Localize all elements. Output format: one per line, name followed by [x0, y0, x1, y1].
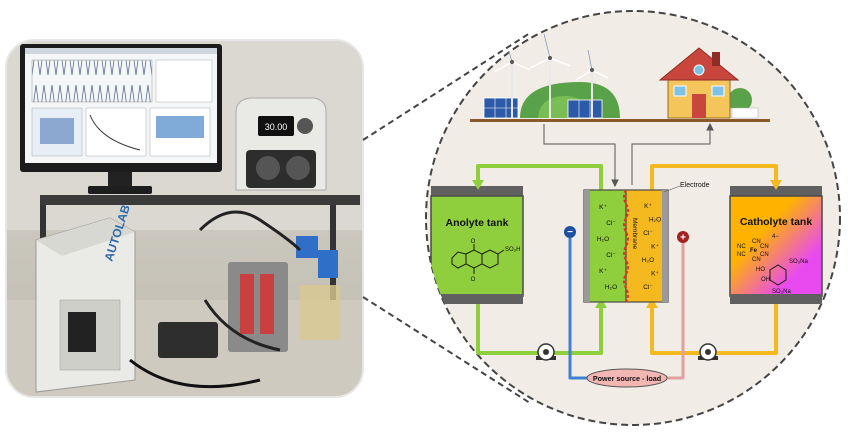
pump-display: 30.00 — [265, 122, 288, 132]
zoom-line-top — [362, 32, 531, 141]
svg-text:4−: 4− — [772, 234, 779, 240]
catholyte-tank: Catholyte tank CN NC CN NC CN CN Fe 4− S… — [729, 186, 823, 304]
svg-text:CN: CN — [752, 239, 761, 245]
energy-flow-lines — [543, 122, 714, 188]
catholyte-ion: H₂O — [642, 257, 654, 264]
anthraquinone-structure — [451, 244, 505, 274]
svg-text:HO: HO — [756, 267, 765, 273]
anolyte-ions: K⁺ Cl⁻ H₂O Cl⁻ K⁺ H₂O — [597, 204, 617, 291]
catholyte-ion: Cl⁻ — [643, 230, 653, 237]
anolyte-title: Anolyte tank — [445, 217, 508, 229]
svg-text:O: O — [471, 277, 476, 283]
anolyte-substituent: SO₃H — [505, 247, 520, 253]
anolyte-ion: Cl⁻ — [606, 252, 616, 259]
svg-text:Fe: Fe — [750, 248, 758, 254]
membrane-label: Membrane — [631, 218, 638, 249]
house-icon — [658, 47, 759, 119]
flow-cell: Membrane Electrode — [583, 182, 710, 303]
tiron-ring — [769, 264, 787, 286]
zoom-line-bottom — [362, 296, 531, 404]
catholyte-ions: K⁺ H₂O Cl⁻ K⁺ H₂O K⁺ Cl⁻ — [642, 203, 661, 291]
catholyte-ion: Cl⁻ — [643, 284, 653, 291]
flow-cell-hardware — [158, 210, 340, 358]
svg-text:NC: NC — [737, 252, 746, 258]
membrane — [623, 189, 629, 303]
power-source: Power source - load — [586, 368, 668, 388]
positive-terminal: + — [677, 231, 689, 244]
anolyte-ion: K⁺ — [599, 268, 607, 275]
svg-text:OH: OH — [761, 277, 770, 283]
catholyte-ion: H₂O — [649, 217, 661, 224]
svg-text:−: − — [567, 227, 573, 238]
ground-line — [470, 119, 770, 122]
svg-text:NC: NC — [737, 244, 746, 250]
peristaltic-pump: 30.00 — [235, 97, 327, 191]
svg-text:CN: CN — [752, 257, 761, 263]
anolyte-ion: K⁺ — [599, 204, 607, 211]
catholyte-ion: K⁺ — [651, 271, 659, 278]
photo-frame — [5, 39, 364, 398]
svg-text:+: + — [680, 233, 686, 244]
negative-terminal: − — [564, 226, 576, 238]
svg-text:SO₃Na: SO₃Na — [772, 289, 791, 295]
svg-text:SO₃Na: SO₃Na — [789, 259, 808, 265]
catholyte-ion: K⁺ — [651, 244, 659, 251]
svg-text:CN: CN — [760, 252, 769, 258]
catholyte-pump-icon — [698, 343, 718, 361]
electrode-label: Electrode — [680, 182, 710, 189]
voltage-trace — [31, 59, 153, 103]
lab-photo: 30.00 AUTOLAB — [6, 40, 363, 397]
svg-text:O: O — [471, 239, 476, 245]
shelf — [40, 195, 360, 205]
monitor — [20, 44, 222, 194]
potentiostat: AUTOLAB — [35, 203, 136, 393]
svg-text:CN: CN — [760, 244, 769, 250]
anolyte-tank: Anolyte tank O O SO₃H — [430, 186, 524, 304]
anolyte-ion: H₂O — [605, 284, 617, 291]
anolyte-pump-icon — [536, 343, 556, 361]
anolyte-ion: H₂O — [597, 236, 609, 243]
anolyte-ion: Cl⁻ — [606, 220, 616, 227]
catholyte-ion: K⁺ — [644, 203, 652, 210]
catholyte-title: Catholyte tank — [740, 216, 813, 228]
power-source-label: Power source - load — [593, 374, 661, 383]
wind-solar-icon — [483, 33, 620, 119]
